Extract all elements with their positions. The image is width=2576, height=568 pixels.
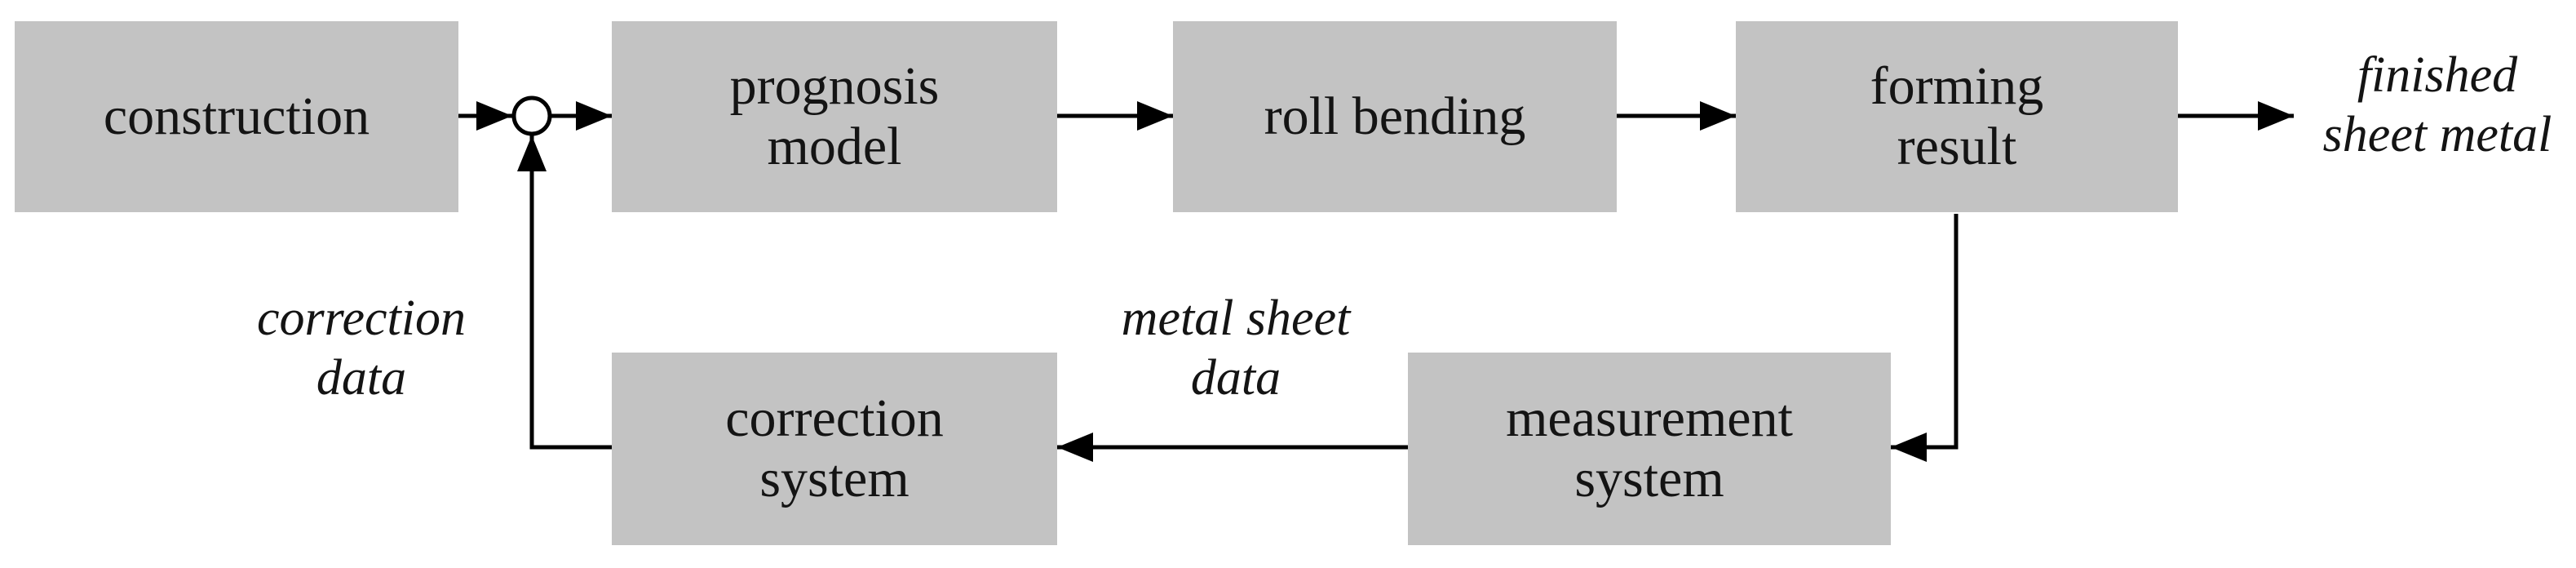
label-metal-sheet-data-line2: data	[1190, 350, 1281, 406]
arrowhead	[517, 135, 547, 171]
arrowhead	[476, 101, 512, 131]
arrowhead	[576, 101, 612, 131]
label-correction-data: correction data	[227, 289, 496, 408]
block-measurement-system: measurement system	[1408, 353, 1891, 545]
label-metal-sheet-data: metal sheet data	[1085, 289, 1387, 408]
label-metal-sheet-data-line1: metal sheet	[1121, 291, 1351, 346]
block-prognosis-model-line1: prognosis	[729, 56, 940, 117]
block-forming-result-line2: result	[1897, 117, 2017, 176]
label-finished-line1: finished	[2357, 47, 2518, 103]
summing-junction	[511, 95, 552, 136]
block-forming-result-line1: forming	[1870, 56, 2044, 117]
block-roll-bending-label: roll bending	[1264, 87, 1526, 147]
block-roll-bending: roll bending	[1173, 21, 1617, 212]
label-finished-line2: sheet metal	[2322, 107, 2552, 163]
block-prognosis-model: prognosis model	[612, 21, 1057, 212]
arrow-forming-to-measurement	[1891, 214, 1959, 450]
label-correction-data-line2: data	[316, 350, 407, 406]
block-construction: construction	[15, 21, 458, 212]
arrowhead	[2258, 101, 2294, 131]
block-measurement-system-line2: system	[1574, 449, 1724, 508]
block-prognosis-model-line2: model	[767, 117, 902, 176]
label-correction-data-line1: correction	[257, 291, 466, 346]
block-correction-system: correction system	[612, 353, 1057, 545]
block-construction-label: construction	[103, 87, 370, 147]
block-correction-system-line1: correction	[725, 388, 944, 449]
arrowhead	[1891, 433, 1927, 462]
block-forming-result: forming result	[1736, 21, 2178, 212]
label-finished-sheet-metal: finished sheet metal	[2305, 46, 2569, 165]
block-correction-system-line2: system	[759, 449, 910, 508]
block-measurement-system-line1: measurement	[1506, 388, 1793, 449]
arrowhead	[1057, 433, 1093, 462]
arrowhead	[1700, 101, 1736, 131]
arrowhead	[1137, 101, 1173, 131]
arrow-correction-to-junction	[529, 135, 612, 450]
